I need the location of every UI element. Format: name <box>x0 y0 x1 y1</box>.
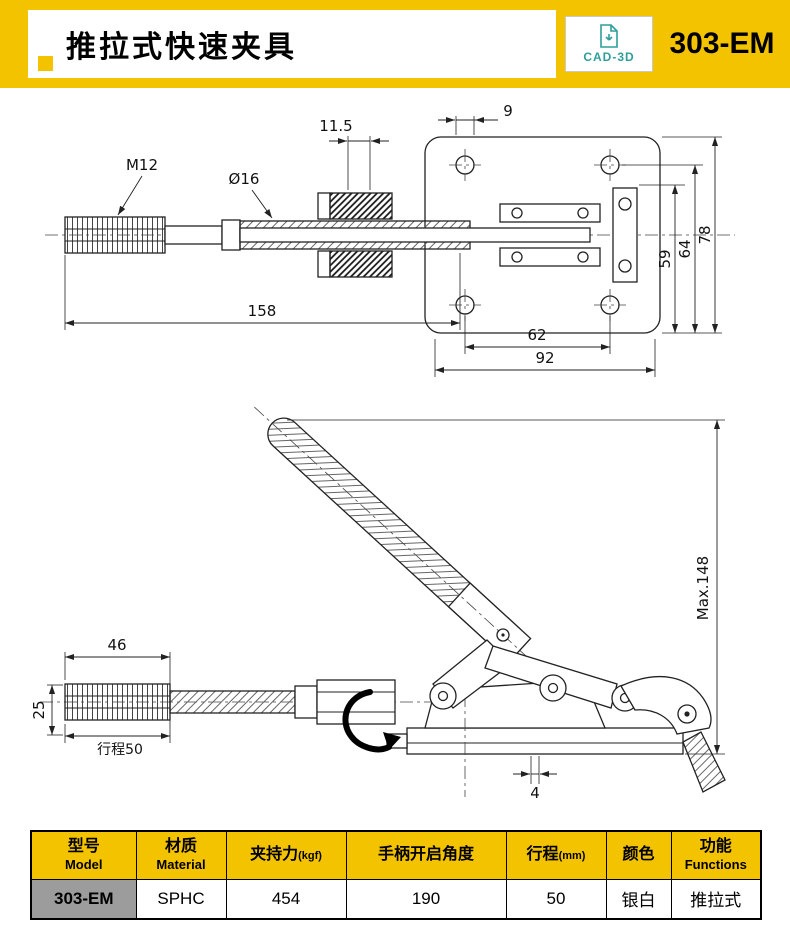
dim-92-label: 92 <box>535 349 554 367</box>
cell-model: 303-EM <box>30 878 137 920</box>
dim-158-label: 158 <box>248 302 277 320</box>
accent-square <box>38 56 53 71</box>
dim-25-label: 25 <box>30 700 48 719</box>
col-header-holding-force: 夹持力(kgf) <box>225 830 347 880</box>
slide-bar <box>239 220 591 250</box>
dim-46-label: 46 <box>107 636 126 654</box>
dim-62-label: 62 <box>527 326 546 344</box>
header-band: 推拉式快速夹具 CAD-3D 303-EM <box>0 0 790 88</box>
clamp-arm <box>620 676 726 793</box>
col-header-color: 颜色 <box>605 830 672 880</box>
dim-59-label: 59 <box>656 249 674 268</box>
cad-badge-label: CAD-3D <box>583 50 635 64</box>
spring-clip <box>342 689 401 753</box>
dim-46: 46 <box>64 636 171 687</box>
dim-stroke-label: 行程50 <box>97 742 143 758</box>
cell-stroke: 50 <box>505 878 607 920</box>
col-header-model: 型号 Model <box>30 830 137 880</box>
dim-64-label: 64 <box>676 239 694 258</box>
dim-158: 158 <box>64 253 461 330</box>
dim-max148-label: Max.148 <box>694 556 712 620</box>
dim-25: 25 <box>30 684 63 736</box>
dim-62: 62 <box>464 316 611 354</box>
dim-m12-label: M12 <box>126 156 158 174</box>
dim-78-label: 78 <box>696 225 714 244</box>
dim-dia16-label: Ø16 <box>229 170 260 188</box>
threaded-spindle <box>64 216 241 254</box>
col-header-function: 功能 Functions <box>670 830 762 880</box>
cad-file-icon <box>600 24 618 48</box>
mounting-holes <box>449 149 626 321</box>
spec-table: 型号 Model 材质 Material 夹持力(kgf) 手柄开启角度 行程(… <box>30 830 762 920</box>
dim-11-5: 11.5 <box>319 117 389 190</box>
cell-function: 推拉式 <box>670 878 762 920</box>
dim-59: 59 <box>639 184 685 333</box>
top-view-drawing: M12 Ø16 11.5 9 59 <box>45 102 735 377</box>
model-number: 303-EM <box>669 27 775 60</box>
col-header-stroke: 行程(mm) <box>505 830 607 880</box>
dim-m12: M12 <box>117 156 158 216</box>
side-view-drawing: 46 25 行程50 Max.148 <box>30 406 726 802</box>
cell-holding-force: 454 <box>225 878 347 920</box>
dim-64: 64 <box>622 164 703 333</box>
cell-color: 银白 <box>605 878 672 920</box>
dim-stroke: 行程50 <box>64 715 171 758</box>
dim-92: 92 <box>434 339 656 377</box>
linkage-top-view <box>499 187 638 283</box>
handle <box>254 406 538 667</box>
cell-material: SPHC <box>135 878 227 920</box>
grip-pads <box>317 192 393 278</box>
spec-data-row: 303-EM SPHC 454 190 50 银白 推拉式 <box>30 878 762 920</box>
dim-78: 78 <box>662 136 722 334</box>
spindle-side <box>64 679 396 725</box>
handle-pivot-center <box>501 633 505 637</box>
page-title: 推拉式快速夹具 <box>66 31 297 64</box>
spec-header-row: 型号 Model 材质 Material 夹持力(kgf) 手柄开启角度 行程(… <box>30 830 762 880</box>
dim-dia16: Ø16 <box>229 170 273 219</box>
col-header-material: 材质 Material <box>135 830 227 880</box>
dim-9: 9 <box>438 102 513 135</box>
title-panel: 推拉式快速夹具 <box>28 10 556 78</box>
dim-9-label: 9 <box>503 102 513 120</box>
dim-4: 4 <box>513 756 557 802</box>
cell-handle-angle: 190 <box>345 878 507 920</box>
dim-max148: Max.148 <box>287 419 725 755</box>
dim-4-label: 4 <box>530 784 540 802</box>
cad-3d-badge[interactable]: CAD-3D <box>565 16 653 72</box>
col-header-handle-angle: 手柄开启角度 <box>345 830 507 880</box>
dim-11-5-label: 11.5 <box>319 117 352 135</box>
